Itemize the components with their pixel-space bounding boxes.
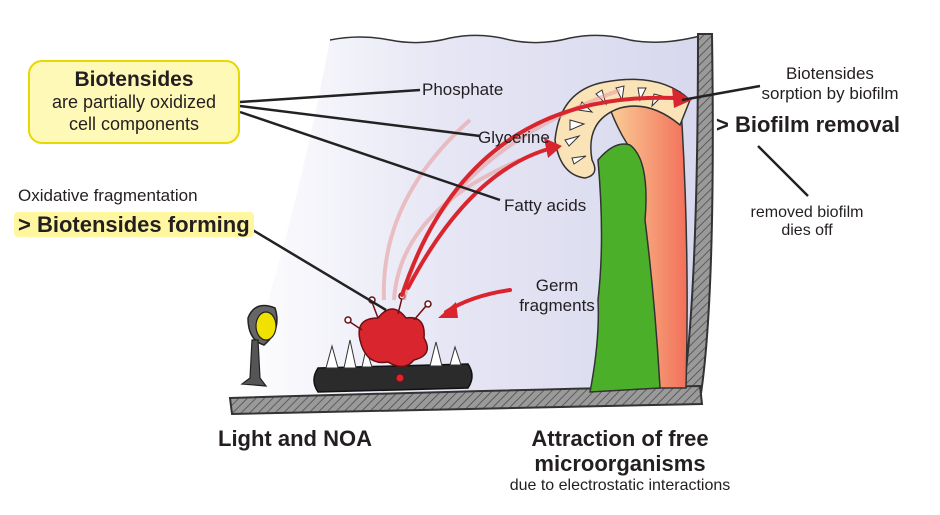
attraction-line-2: microorganisms [534, 451, 706, 477]
biofilm-removal-label: > Biofilm removal [716, 112, 901, 137]
attraction-line-1: Attraction of free [531, 426, 709, 451]
germ-fragment-icon [344, 292, 432, 383]
attraction-label: Attraction of free microorganisms due to… [440, 426, 800, 495]
callout-title: Biotensides [74, 68, 194, 91]
label-glycerine: Glycerine [478, 128, 550, 147]
sorption-label: Biotensides sorption by biofilm [740, 64, 920, 103]
photocatalyst-bar [313, 363, 473, 393]
removed-biofilm-label: removed biofilm dies off [732, 204, 882, 241]
light-noa-label: Light and NOA [218, 426, 372, 451]
water-surface-line [329, 34, 701, 44]
sorption-line-1: Biotensides [786, 64, 874, 83]
germ-line-1: Germ [535, 276, 579, 295]
label-fatty-acids: Fatty acids [504, 196, 587, 215]
sorption-line-2: sorption by biofilm [761, 83, 899, 103]
callout-line-2: cell components [68, 113, 200, 134]
lamp-icon [240, 304, 278, 387]
label-phosphate: Phosphate [422, 80, 504, 99]
bar-spikes [325, 339, 462, 369]
label-germ-fragments: Germ fragments [512, 276, 602, 315]
red-arrowheads [438, 88, 692, 318]
removed-line-1: removed biofilm [750, 204, 864, 221]
germ-line-2: fragments [519, 295, 595, 315]
leader-lines [239, 84, 809, 312]
vessel-floor [228, 384, 704, 416]
attraction-line-3: due to electrostatic interactions [509, 476, 731, 494]
fragmentation-result-text: > Biotensides forming [14, 212, 254, 237]
removed-line-2: dies off [781, 222, 833, 240]
fragmentation-label: Oxidative fragmentation [18, 186, 198, 205]
biotensides-callout: Biotensides are partially oxidized cell … [28, 60, 240, 144]
biofilm-green [589, 143, 661, 393]
callout-line-1: are partially oxidized [51, 92, 217, 112]
fragmentation-result: > Biotensides forming [14, 212, 254, 237]
